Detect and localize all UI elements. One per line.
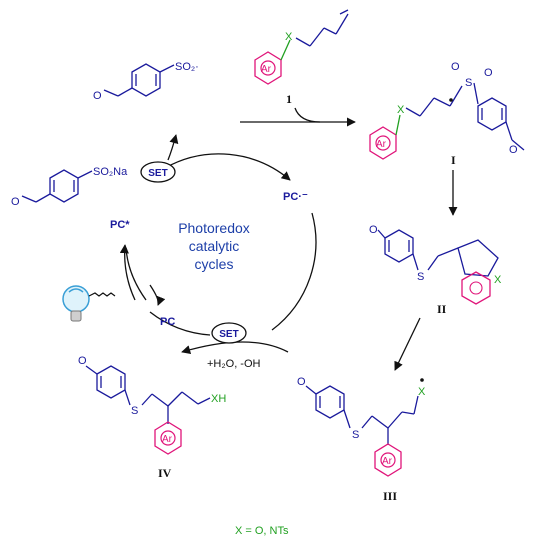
cycle-arc-left <box>119 244 136 301</box>
int-III-methoxy: O <box>297 376 306 388</box>
set-ellipse-lower <box>211 322 247 344</box>
int-I-x: X <box>397 104 405 116</box>
cycle-center-line-2: catalytic <box>189 238 240 254</box>
int-I-methoxy: O <box>509 144 518 156</box>
cycle-center-line-3: cycles <box>195 256 234 272</box>
product-methoxy: O <box>78 355 87 367</box>
int-III-aryl: Ar <box>382 456 393 467</box>
sulfonyl-radical-label: SO₂· <box>175 61 199 73</box>
product-IV <box>85 365 211 455</box>
substrate-x-label: X <box>285 31 293 43</box>
sulfinate-label: SO₂Na <box>93 166 128 178</box>
int-I-o2: O <box>484 67 493 79</box>
product-s: S <box>131 405 138 417</box>
int-I-s: S <box>465 77 472 89</box>
intermediate-I <box>369 82 525 160</box>
pc-to-pcstar-arrow <box>125 247 147 301</box>
set-lower-arrow <box>181 341 289 355</box>
product-label: IV <box>158 466 172 480</box>
cycle-arc-top <box>164 153 291 181</box>
int-I-label: I <box>451 153 456 167</box>
cycle-center-line-1: Photoredox <box>178 220 250 236</box>
set-ellipse-upper <box>140 161 176 183</box>
substrate-number: 1 <box>286 92 292 106</box>
substrate-1 <box>254 9 349 85</box>
sulfinate-methoxy-o: O <box>11 196 20 208</box>
cycle-arc-bottom <box>149 311 211 336</box>
int-II-s: S <box>417 271 424 283</box>
set-lower-label: SET <box>219 329 238 340</box>
int-III-x: X <box>418 386 426 398</box>
product-aryl: Ar <box>162 434 173 445</box>
product-xh: XH <box>211 393 226 405</box>
pc-ground-label: PC <box>160 316 175 328</box>
addition-curve <box>294 107 321 123</box>
substrate-aryl-label: Ar <box>261 64 272 75</box>
int-II-label: II <box>437 302 447 316</box>
arrow-II-to-III <box>394 317 421 371</box>
int-III-label: III <box>383 489 397 503</box>
sulfonyl-radical-methoxy-o: O <box>93 90 102 102</box>
sodium-sulfinate <box>21 169 93 203</box>
int-II-methoxy: O <box>369 224 378 236</box>
int-II-x: X <box>494 274 502 286</box>
set-upper-label: SET <box>148 168 167 179</box>
water-label: +H₂O, -OH <box>207 358 261 370</box>
int-I-aryl: Ar <box>376 139 387 150</box>
int-I-o1: O <box>451 61 460 73</box>
footnote: X = O, NTs <box>235 525 289 537</box>
light-arrow <box>149 284 166 306</box>
photoredox-cycle: SET SET PC* PC·⁻ PC +H₂O, -OH Photoredox… <box>110 134 317 370</box>
pc-radical-anion-label: PC·⁻ <box>283 191 308 203</box>
cycle-arc-right <box>271 212 317 331</box>
intermediate-III <box>305 378 424 477</box>
sulfonyl-radical <box>103 63 175 97</box>
int-III-s: S <box>352 429 359 441</box>
light-bulb-icon <box>62 285 116 322</box>
intermediate-II <box>377 229 499 305</box>
set-arrow-up <box>167 134 179 161</box>
pc-excited-label: PC* <box>110 219 130 231</box>
